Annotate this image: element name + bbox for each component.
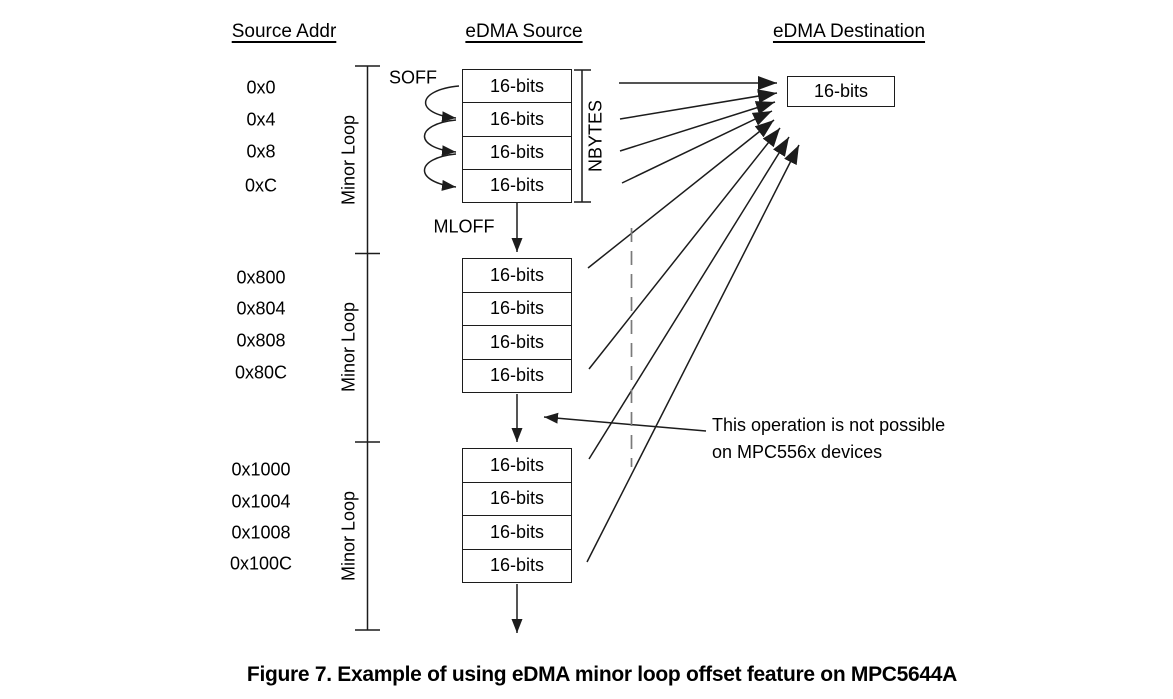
annotation-line-2: on MPC556x devices	[712, 442, 883, 462]
fan-arrow	[588, 127, 781, 370]
memory-cell: 16-bits	[489, 454, 545, 475]
soff-arrow	[423, 153, 457, 191]
memory-cell: 16-bits	[463, 291, 571, 326]
fan-arrow	[588, 136, 790, 460]
memory-cell: 16-bits	[463, 515, 571, 549]
address-label: 0x0	[246, 77, 276, 98]
address-label: 0x804	[236, 298, 286, 319]
fan-arrow	[586, 144, 800, 563]
address-label: 0x1004	[231, 491, 291, 512]
source-stack-2: 16-bits 16-bits 16-bits 16-bits	[462, 258, 572, 393]
memory-cell: 16-bits	[489, 264, 545, 285]
annotation-text: This operation is not possible on MPC556…	[712, 412, 945, 466]
memory-cell: 16-bits	[463, 548, 571, 583]
address-label: 0x8	[246, 141, 276, 162]
address-label: 0xC	[244, 175, 278, 196]
figure-caption: Figure 7. Example of using eDMA minor lo…	[246, 663, 958, 686]
header-edma-source: eDMA Source	[465, 21, 583, 42]
memory-cell: 16-bits	[463, 135, 571, 169]
annotation-line-1: This operation is not possible	[712, 415, 946, 435]
address-label: 0x4	[246, 109, 276, 130]
memory-cell: 16-bits	[463, 168, 571, 202]
address-label: 0x808	[236, 330, 286, 351]
source-stack-3: 16-bits 16-bits 16-bits 16-bits	[462, 448, 572, 583]
memory-cell: 16-bits	[463, 481, 571, 516]
address-label: 0x80C	[234, 362, 288, 383]
source-stack-1: 16-bits 16-bits 16-bits 16-bits	[462, 69, 572, 203]
soff-label: SOFF	[389, 67, 437, 88]
nbytes-bracket	[574, 69, 591, 203]
transfer-arrow-fan	[586, 76, 800, 563]
memory-cell: 16-bits	[463, 325, 571, 359]
address-label: 0x1008	[231, 522, 291, 543]
header-source-addr: Source Addr	[231, 21, 337, 42]
memory-cell: 16-bits	[489, 75, 545, 96]
fan-arrow	[619, 89, 778, 120]
soff-arrow	[423, 119, 457, 157]
fan-arrow	[619, 101, 776, 152]
fan-arrow	[587, 119, 775, 269]
address-label: 0x100C	[229, 553, 293, 574]
mloff-label: MLOFF	[433, 216, 495, 237]
address-label: 0x800	[236, 267, 286, 288]
fan-arrow	[621, 110, 773, 184]
minor-loop-bracket	[355, 65, 380, 631]
memory-cell: 16-bits	[463, 358, 571, 393]
address-label: 0x1000	[231, 459, 291, 480]
soff-arrow	[424, 85, 460, 123]
annotation-leader-arrow	[543, 412, 707, 432]
header-edma-destination: eDMA Destination	[772, 21, 926, 42]
memory-cell: 16-bits	[463, 102, 571, 135]
destination-cell: 16-bits	[787, 76, 895, 107]
